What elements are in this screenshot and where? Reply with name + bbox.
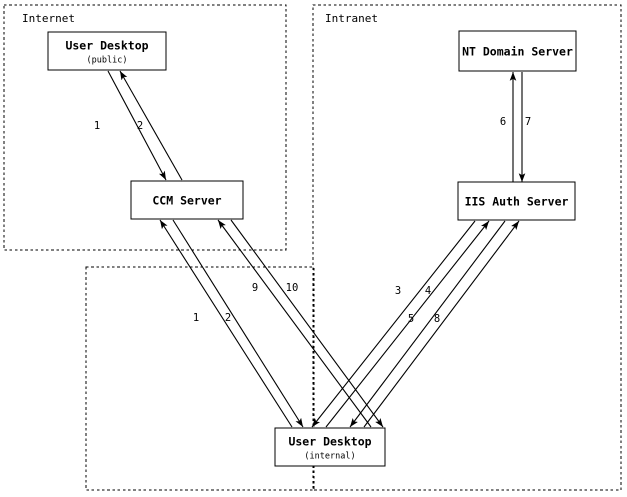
zone-internet: Internet — [3, 4, 287, 251]
flow-step-label-flow-9: 9 — [252, 282, 258, 294]
node-label-nt-domain-server: NT Domain Server — [462, 45, 573, 59]
flow-step-label-flow-3: 3 — [395, 285, 401, 297]
zone-label-internet: Internet — [22, 12, 75, 25]
node-sublabel-user-desktop-public: (public) — [87, 56, 128, 66]
node-box-iis-auth-server[interactable] — [457, 181, 576, 221]
zone-boundary-intranet — [312, 4, 622, 491]
flow-step-label-flow-10: 10 — [286, 282, 299, 294]
node-sublabel-user-desktop-internal: (internal) — [304, 452, 355, 462]
node-user-desktop-public[interactable]: User Desktop (public) — [47, 31, 167, 71]
flow-step-label-flow-1-internal: 1 — [193, 312, 199, 324]
node-iis-auth-server[interactable]: IIS Auth Server — [457, 181, 576, 221]
flow-line-flow-4 — [325, 220, 490, 428]
flow-step-label-flow-6: 6 — [500, 116, 506, 128]
zone-label-intranet: Intranet — [325, 12, 378, 25]
flow-line-flow-5 — [349, 220, 506, 428]
zone-boundary-internet — [3, 4, 287, 251]
message-flows-layer — [107, 70, 526, 428]
flow-line-flow-2-public — [119, 70, 183, 181]
node-label-user-desktop-internal: User Desktop — [288, 435, 371, 449]
flow-step-label-flow-7: 7 — [525, 116, 531, 128]
flow-line-flow-3 — [311, 220, 476, 428]
flow-line-flow-10 — [230, 219, 384, 428]
nodes-layer: User Desktop (public) CCM Server NT Domain … — [47, 30, 577, 467]
node-box-user-desktop-internal[interactable] — [274, 427, 386, 467]
node-box-ccm-server[interactable] — [130, 180, 244, 220]
node-box-nt-domain-server[interactable] — [458, 30, 577, 72]
flow-step-label-flow-8: 8 — [434, 313, 440, 325]
zone-internal-lan — [85, 266, 315, 491]
security-zones-layer: Internet Intranet — [3, 4, 622, 491]
flow-line-flow-9 — [217, 219, 372, 428]
flow-step-label-flow-2-public: 2 — [137, 120, 143, 132]
node-ccm-server[interactable]: CCM Server — [130, 180, 244, 220]
node-label-user-desktop-public: User Desktop — [65, 39, 148, 53]
flow-step-label-flow-2-internal: 2 — [225, 312, 231, 324]
flow-step-label-flow-4: 4 — [425, 285, 431, 297]
flow-step-label-flow-5: 5 — [408, 313, 414, 325]
zone-intranet: Intranet — [312, 4, 622, 491]
node-user-desktop-internal[interactable]: User Desktop (internal) — [274, 427, 386, 467]
flow-line-flow-8 — [363, 220, 520, 428]
flow-step-labels-layer: 1 2 1 2 9 10 3 4 5 8 6 7 — [94, 116, 531, 325]
flow-line-flow-1-internal — [159, 219, 293, 428]
node-box-user-desktop-public[interactable] — [47, 31, 167, 71]
flow-line-flow-2-internal — [172, 219, 304, 428]
flow-line-flow-1-public — [107, 70, 167, 181]
zone-boundary-internal-lan — [85, 266, 315, 491]
node-label-iis-auth-server: IIS Auth Server — [465, 195, 569, 209]
node-nt-domain-server[interactable]: NT Domain Server — [458, 30, 577, 72]
flow-step-label-flow-1-public: 1 — [94, 120, 100, 132]
node-label-ccm-server: CCM Server — [152, 194, 221, 208]
